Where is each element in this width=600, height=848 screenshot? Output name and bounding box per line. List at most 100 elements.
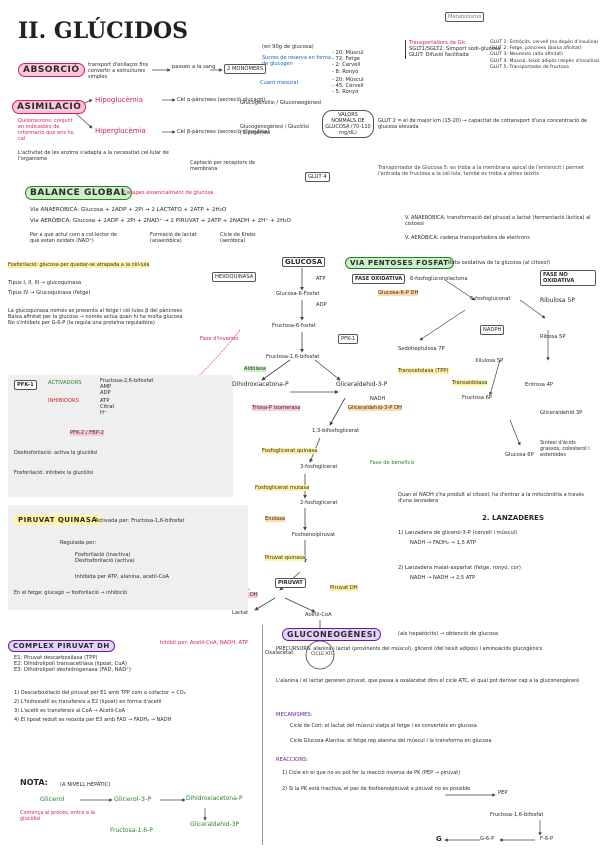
desfosforilacion: Desfosforilació: activa la glucòlisi: [14, 450, 98, 456]
pdh-enzima: E3: Dihidrolipoil deshidrogenasa (FAD, N…: [14, 667, 131, 674]
eritrosa-node: Eritrosa 4P: [525, 382, 554, 388]
nota-label: NOTA:: [20, 778, 48, 787]
inh-item: H⁺: [100, 410, 107, 417]
aldolasa-enzyme: Aldolasa: [244, 366, 266, 373]
metabolismo-tag: Metabolismo: [445, 12, 485, 23]
gluconeo-pep: PEP: [498, 790, 508, 796]
fase-beneficios: Fase de beneficis: [370, 460, 415, 466]
pg3-node: 3-fosfoglicerat: [300, 464, 338, 470]
gluconeo-panel: [262, 625, 598, 845]
activadores-label: ACTIVADORS: [48, 380, 82, 386]
glucosa-total: (en 90g de glucosa): [262, 44, 314, 50]
acetil-node: Acetil-CoA: [305, 612, 332, 618]
pdh-enzyme: Piruvat DH: [330, 585, 358, 592]
oxalacetato-node: Oxalacetat: [265, 650, 294, 656]
pgl-node: 6-fosfogluconolactona: [410, 276, 468, 282]
gapdh-enzyme: Gliceraldehid-3-P DH: [348, 405, 402, 412]
fosforilacion-iv: Tipus IV → Glucoquinasa (fetge): [8, 290, 91, 296]
alpha-cells: Cèl α-pàncrees (secreció glucagó): [177, 97, 266, 103]
pg-node: 6-fosfogluconat: [470, 296, 511, 302]
nota-bottom: Fructosa-1,6-P: [110, 827, 153, 834]
act-list: Fructosa-2,6-bifosfat AMP ADP: [100, 378, 153, 397]
ribulosa-node: Ribulosa 5P: [540, 297, 575, 304]
fosforilacion-inhib: Fosforilació: inhibeix la glucòlisi: [14, 470, 94, 476]
pdh-step: 2) L'hidroxietil es transfereix a E2 (li…: [14, 699, 162, 705]
act-item: AMP: [100, 384, 112, 391]
tpi-enzyme: Triosa-P isomerasa: [252, 405, 301, 412]
dhap-node: Dihidroxiacetona-P: [232, 381, 289, 388]
ribosa-node: Ribosa 5P: [540, 334, 566, 340]
inh-item: ATP: [100, 398, 110, 404]
fosforilacion-notes: La glucoquinasa només es presenta al fet…: [8, 308, 188, 326]
glut-item: GLUT 3: Neurones (alta afinitat): [490, 52, 563, 58]
absorcion-label: ABSORCIÓ: [18, 63, 85, 77]
gluconeo-reacciones: REACCIONS:: [276, 757, 309, 763]
pfk2-label: PFK-2 / FBP-2: [70, 430, 104, 437]
g3p-node: Gliceraldehid-3-P: [336, 381, 388, 388]
absorcion-desc: transport d'enllaços fins convertir a es…: [88, 62, 149, 80]
f6p-node: Fructosa-6-fosfat: [272, 323, 316, 329]
act-item: Fructosa-2,6-bifosfat: [100, 378, 154, 384]
nota-glicerol: Glicerol: [40, 795, 65, 803]
glut-list: GLUT 1: Eritròcits, cervell (no depèn d'…: [490, 40, 600, 71]
pdh-steps: 1) Descarboxilació del piruvat per E1 am…: [14, 690, 254, 723]
nadph-badge: NADPH: [480, 325, 505, 336]
glut2-note: GLUT 2 = el de major km (15-20) → capaci…: [378, 118, 588, 130]
inh-item: Citrat: [100, 404, 115, 411]
transcetolasa-enzyme: Transcetolasa (TPP): [398, 368, 449, 375]
nota-g3p: Glicerol-3-P: [114, 795, 152, 803]
glucosa-item2: - 5: Ronyó: [332, 89, 359, 96]
glut-item: GLUT 5: Transportador de fructosa: [490, 64, 569, 70]
piruvato-node: PIRUVAT: [275, 578, 306, 589]
asimilacion-note: Quilomicrons: conjunt en indicadors de i…: [18, 118, 74, 142]
fase-oxidativa: FASE OXIDATIVA: [352, 274, 406, 285]
f16bp-node: Fructosa-1,6-bifosfat: [266, 354, 320, 360]
nota-note: Comença el procés, entra a la glucòlisi: [20, 810, 95, 822]
fase-no-oxidativa: FASE NO OXIDATIVA: [540, 270, 596, 287]
gluconeo-fbp: Fructosa-1,6-bifosfat: [490, 812, 544, 818]
pentosas-label: VIA PENTOSES FOSFAT: [345, 257, 454, 269]
xilulosa-node: Xilulosa 5P: [475, 358, 504, 364]
nadh-out: NADH: [370, 396, 386, 402]
lanzadera-1: 1) Lanzadera de glicerol-3-P (cervell i …: [398, 530, 518, 536]
absorcion-via: passen a la sang: [172, 64, 216, 70]
pdh-enzima: E2: Dihidrolipoil transacetilasa (lipoat…: [14, 661, 127, 668]
pfk-box: PFK-1: [14, 380, 37, 391]
atp-in-1: ATP: [316, 276, 326, 282]
transport-block: Transportadors de Glc SGLT1/SGLT2: Simpo…: [405, 40, 599, 59]
pdh-step: 1) Descarboxilació del piruvat per E1 am…: [14, 690, 186, 696]
lanzadera-2: 2) Lanzadera malat-aspartat (fetge, rony…: [398, 565, 521, 571]
gluconeo-sub: (als hepatòcits) → obtenció de glucosa: [398, 631, 499, 637]
hexoquinasa-enzyme: HEXOQUINASA: [212, 272, 257, 283]
glucosa-items: - 20: Múscul - 72: Fetge - 2: Cervell - …: [332, 50, 364, 75]
act-item: ADP: [100, 390, 111, 397]
captacion: Captació per receptors de membrana: [190, 160, 255, 172]
pk-reg-item: Desfosforilació (activa): [75, 558, 135, 565]
sedoheptulosa-node: Sedoheptulosa 7P: [398, 346, 445, 352]
bpg13-node: 1,3-bifosfoglicerat: [312, 428, 360, 434]
hiper-targets: Glucogenogènesi / Glucòlisi / Lipogènesi: [240, 124, 310, 136]
pdh-reg: Inhibit per: Acetil-CoA, NADH, ATP: [160, 640, 248, 646]
pdh-enzima: E1: Piruvat descarboxilasa (TPP): [14, 655, 98, 661]
pk-reg-item: Fosforilació (inactiva): [75, 552, 131, 558]
gluconeo-f6p: F-6-P: [540, 836, 554, 842]
glut-item: GLUT 2: Fetge, pàncrees (baixa afinitat): [490, 46, 582, 52]
balance-right2: V. AERÒBICA: cadena transportadora de el…: [405, 235, 530, 241]
gliceraldehido-node: Gliceraldehid 3P: [540, 410, 583, 416]
gluconeo-precursores: PRECURSORS: alanina i lactat (provinents…: [276, 646, 543, 652]
glucosa-medicion: Cuant mesurat: [260, 80, 299, 86]
pg2-node: 2-fosfoglicerat: [300, 500, 338, 506]
balance-note1: Per a què actuï com a col·lector de què …: [30, 232, 117, 244]
glucosa-item2: - 20: Múscul: [332, 77, 364, 83]
fosforilacion-note: No s'inhibeix per G-6-P (la regula una p…: [8, 320, 155, 326]
transport-item: GLUT: Difusió facilitada: [409, 52, 469, 59]
ciclo-atc: CICLE ATC: [311, 652, 334, 657]
adp-out-1: ADP: [316, 302, 327, 308]
lanzaderas-label: 2. LANZADERES: [482, 514, 545, 522]
pk-enzyme: Piruvat quinasa: [265, 555, 306, 562]
pfk1-enzyme: PFK-1: [338, 334, 359, 345]
glucosa-reserva: Sucres de reserva en forma de glucogen: [262, 55, 332, 67]
fase-inversion: Fase d'inversió: [200, 336, 239, 342]
glucosa-item: - 72: Fetge: [332, 56, 360, 63]
hiperglucemia: Hiperglucèmia: [95, 127, 146, 135]
